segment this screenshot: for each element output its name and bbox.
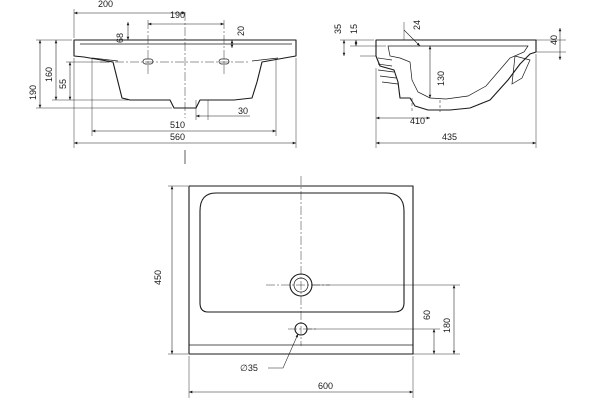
plan-view: 450 60 180 ∅35 600 xyxy=(153,176,460,398)
dim-label-200: 200 xyxy=(98,0,113,9)
front-view: 200 190 68 20 190 160 55 30 510 xyxy=(28,0,297,148)
side-wall-ribs xyxy=(377,57,399,85)
dim-label-180: 180 xyxy=(442,318,452,333)
dim-label-30: 30 xyxy=(238,106,248,116)
dim-label-24: 24 xyxy=(412,20,422,30)
dim-line-24 xyxy=(403,29,421,47)
plan-outline xyxy=(188,185,414,355)
dim-label-560: 560 xyxy=(170,132,185,142)
side-overflow xyxy=(511,55,531,85)
dim-label-190v: 190 xyxy=(28,85,38,100)
dim-label-190: 190 xyxy=(170,10,185,20)
dim-label-35: 35 xyxy=(333,24,343,34)
dim-label-130: 130 xyxy=(436,71,446,86)
dim-label-20: 20 xyxy=(236,26,246,36)
side-waste-hidden xyxy=(411,98,441,112)
dim-label-diam-35: ∅35 xyxy=(240,363,258,373)
side-basin-inner xyxy=(387,45,529,100)
dim-label-60: 60 xyxy=(422,310,432,320)
side-basin-outline xyxy=(375,39,537,111)
dim-label-15: 15 xyxy=(349,24,359,34)
side-view: 35 15 24 40 130 410 435 xyxy=(333,20,566,148)
dim-label-68: 68 xyxy=(115,33,125,43)
dim-label-55: 55 xyxy=(58,79,68,89)
dim-label-510: 510 xyxy=(170,120,185,130)
dim-leader-35 xyxy=(268,333,299,369)
dim-label-450: 450 xyxy=(153,270,163,285)
dim-label-435: 435 xyxy=(442,132,457,142)
dim-label-40: 40 xyxy=(549,35,559,45)
plan-bowl xyxy=(199,192,405,313)
dim-label-600: 600 xyxy=(318,381,333,391)
dim-label-410: 410 xyxy=(410,116,425,126)
dim-label-160: 160 xyxy=(44,67,54,82)
front-basin-inner xyxy=(91,57,279,62)
